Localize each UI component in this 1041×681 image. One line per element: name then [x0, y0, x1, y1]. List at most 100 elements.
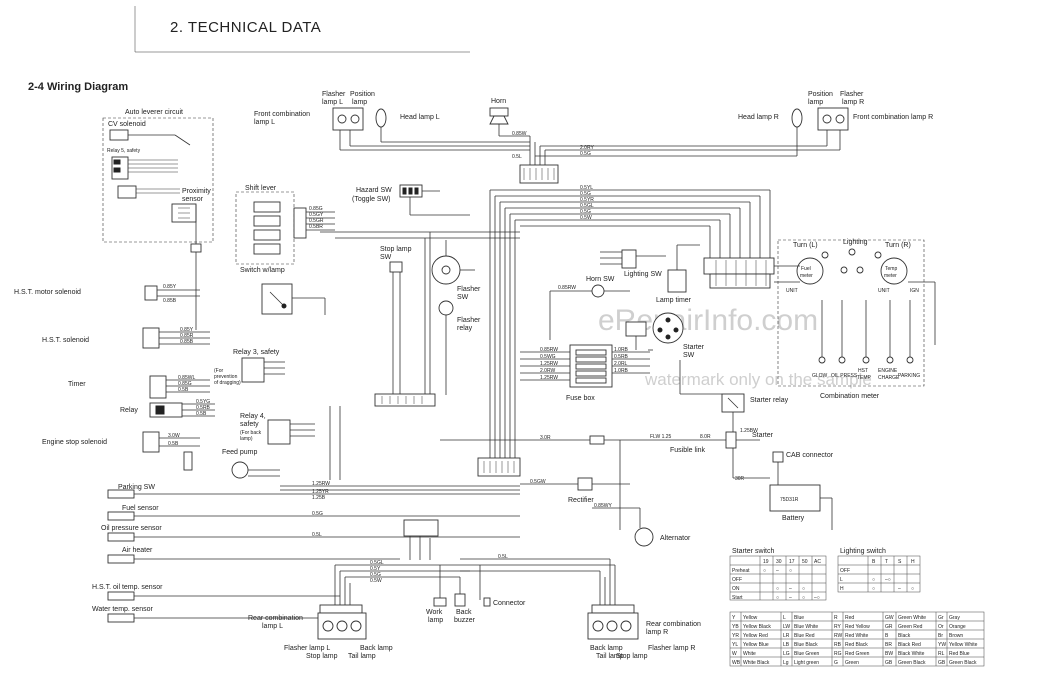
- svg-text:lamp L: lamp L: [254, 119, 275, 126]
- svg-text:0.5GW: 0.5GW: [530, 479, 546, 485]
- lighting-row-label: L: [840, 577, 843, 583]
- legend-color: Red Green: [845, 651, 870, 657]
- legend-code: LW: [783, 624, 790, 630]
- lighting-cell: ○: [911, 586, 914, 592]
- section-title: 2-4 Wiring Diagram: [28, 81, 128, 93]
- svg-text:0.5BR: 0.5BR: [309, 224, 323, 230]
- svg-text:Flasher: Flasher: [457, 317, 481, 324]
- svg-text:CAB connector: CAB connector: [786, 452, 834, 459]
- rear-combination-lamp-right: Rear combination lamp R Back lamp Tail l…: [460, 559, 701, 660]
- svg-text:OIL PRESS: OIL PRESS: [831, 373, 858, 379]
- svg-text:0.5B: 0.5B: [196, 411, 207, 417]
- front-lamps-left: Flasher lamp L Position lamp Front combi…: [254, 91, 530, 151]
- svg-text:0.5RB: 0.5RB: [196, 405, 211, 411]
- svg-text:Shift lever: Shift lever: [245, 185, 277, 192]
- svg-text:1.25YR: 1.25YR: [312, 489, 329, 495]
- svg-text:Air heater: Air heater: [122, 547, 153, 554]
- svg-text:0.85Y: 0.85Y: [180, 327, 194, 333]
- svg-text:0.85W: 0.85W: [512, 131, 527, 137]
- svg-text:Engine stop solenoid: Engine stop solenoid: [42, 439, 107, 446]
- svg-text:Feed pump: Feed pump: [222, 449, 258, 456]
- lighting-col-header: B: [872, 559, 876, 565]
- svg-text:2.0RW: 2.0RW: [540, 368, 555, 374]
- svg-text:Fuel sensor: Fuel sensor: [122, 505, 159, 512]
- center-connectors: [329, 393, 521, 480]
- legend-code: B: [885, 633, 889, 639]
- lighting-cell: ○: [872, 586, 875, 592]
- bottom-bus: 1.25RW 1.25YR 1.25B 0.5G 0.5L: [160, 481, 520, 619]
- starter-cell: –: [776, 568, 779, 574]
- timer: Timer 0.85WL 0.85G 0.5B: [68, 375, 210, 399]
- legend-color: White: [743, 651, 756, 657]
- svg-text:relay: relay: [457, 325, 473, 332]
- svg-text:lamp: lamp: [428, 617, 443, 624]
- starter-cell: ○: [776, 595, 779, 601]
- svg-text:1.0RB: 1.0RB: [614, 347, 629, 353]
- svg-text:prevention: prevention: [214, 374, 238, 380]
- svg-text:SW: SW: [457, 294, 469, 301]
- starter-cell: –: [789, 595, 792, 601]
- svg-text:HST: HST: [858, 368, 868, 374]
- svg-text:Flasher lamp L: Flasher lamp L: [284, 645, 330, 652]
- svg-text:CHARGE: CHARGE: [878, 375, 900, 381]
- legend-color: White Black: [743, 660, 770, 666]
- svg-text:0.5G: 0.5G: [580, 151, 591, 157]
- svg-text:H.S.T. oil temp. sensor: H.S.T. oil temp. sensor: [92, 584, 163, 591]
- starter-cell: ○: [789, 568, 792, 574]
- legend-color: Green Black: [949, 660, 977, 666]
- legend-color: Red Blue: [949, 651, 970, 657]
- legend-color: Blue Black: [794, 642, 818, 648]
- svg-text:meter: meter: [884, 273, 897, 279]
- svg-text:Back: Back: [456, 609, 472, 616]
- engine-stop-solenoid: Engine stop solenoid 3.0W 0.5B: [42, 431, 200, 471]
- svg-text:Horn SW: Horn SW: [586, 276, 615, 283]
- svg-text:0.5B: 0.5B: [168, 441, 179, 447]
- svg-text:lamp L: lamp L: [262, 623, 283, 630]
- hst-motor-solenoid: H.S.T. motor solenoid 0.85Y 0.85B: [14, 284, 200, 304]
- svg-text:Temp: Temp: [885, 266, 897, 272]
- svg-text:1.25RW: 1.25RW: [312, 481, 330, 487]
- svg-text:0.5L: 0.5L: [512, 154, 522, 160]
- svg-text:Alternator: Alternator: [660, 535, 691, 542]
- legend-code: GR: [885, 624, 893, 630]
- legend-color: Yellow: [743, 615, 758, 621]
- lighting-col-header: T: [885, 559, 888, 565]
- shift-lever: Shift lever 0.85G 0.5GY 0.5GR 0.5BR Swit…: [235, 185, 335, 274]
- legend-color: Brown: [949, 633, 963, 639]
- svg-text:Tail lamp: Tail lamp: [596, 653, 624, 660]
- svg-text:0.85Y: 0.85Y: [163, 284, 177, 290]
- starter-row-label: ON: [732, 586, 740, 592]
- legend-code: BR: [885, 642, 892, 648]
- svg-text:Lighting SW: Lighting SW: [624, 271, 662, 278]
- legend-code: YR: [732, 633, 739, 639]
- legend-code: YL: [732, 642, 738, 648]
- svg-text:meter: meter: [800, 273, 813, 279]
- svg-text:0.5B: 0.5B: [178, 387, 189, 393]
- svg-text:Tail lamp: Tail lamp: [348, 653, 376, 660]
- svg-text:Flasher: Flasher: [457, 286, 481, 293]
- svg-text:Stop lamp: Stop lamp: [306, 653, 338, 660]
- svg-text:Lighting: Lighting: [843, 239, 868, 246]
- svg-text:Back lamp: Back lamp: [590, 645, 623, 652]
- svg-text:Fuse box: Fuse box: [566, 395, 595, 402]
- svg-text:lamp: lamp: [352, 99, 367, 106]
- svg-text:Auto leverer circuit: Auto leverer circuit: [125, 109, 183, 116]
- legend-color: Red Yellow: [845, 624, 870, 630]
- svg-text:Relay 3, safety: Relay 3, safety: [233, 349, 280, 356]
- svg-text:Stop lamp: Stop lamp: [380, 246, 412, 253]
- legend-color: Blue: [794, 615, 804, 621]
- svg-text:0.5G: 0.5G: [312, 511, 323, 517]
- svg-text:Position: Position: [808, 91, 833, 98]
- svg-text:0.5YG: 0.5YG: [196, 399, 210, 405]
- auto-leveler-circuit: Auto leverer circuit CV solenoid Relay 5…: [102, 109, 214, 330]
- svg-text:Front combination: Front combination: [254, 111, 310, 118]
- svg-text:Position: Position: [350, 91, 375, 98]
- top-harness: 2.0RY 0.5G 0.5L: [512, 136, 810, 184]
- legend-color: Black Red: [898, 642, 921, 648]
- relay: Relay 0.5YG 0.5RB 0.5B: [120, 399, 215, 418]
- legend-color: Yellow Blue: [743, 642, 769, 648]
- svg-text:Switch w/lamp: Switch w/lamp: [240, 267, 285, 274]
- legend-color: Green White: [898, 615, 926, 621]
- legend-color: Red White: [845, 633, 869, 639]
- legend-color: Blue White: [794, 624, 818, 630]
